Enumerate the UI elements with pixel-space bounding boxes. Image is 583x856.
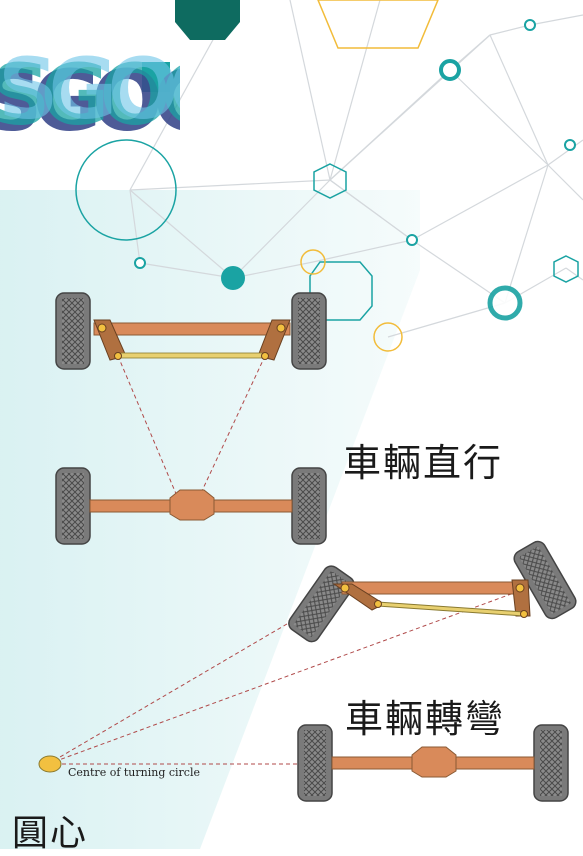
straight-rear-axle-assembly (55, 467, 327, 545)
teal-octagon-outline (309, 261, 373, 321)
logo-layer-navy: SGOC (0, 52, 180, 150)
glowing-teal-ring (487, 285, 523, 321)
label-vehicle-turning: 車輛轉彎 (345, 697, 506, 741)
turn-front-axle-beam (341, 581, 521, 595)
teal-dot (221, 266, 245, 290)
sgoc-logo: SGOC SGOC SGOC (0, 0, 180, 170)
turn-differential (411, 746, 457, 778)
label-centre-of-turning-circle: Centre of turning circle (68, 766, 200, 779)
small-teal-ring-5 (564, 139, 576, 151)
turning-rear-axle-assembly (297, 724, 569, 802)
large-teal-circle (75, 139, 177, 241)
teal-hexagon-small (313, 163, 347, 199)
dark-teal-hexagon (175, 0, 240, 40)
turning-center-dot (38, 755, 62, 773)
teal-square (142, 62, 170, 92)
tie-rod (117, 352, 267, 359)
yellow-ring-1 (300, 249, 326, 275)
front-axle-beam (93, 322, 291, 336)
label-circle-center: 圓心 (12, 813, 89, 854)
logo-layer-teal: SGOC (0, 46, 180, 144)
small-teal-ring-2 (439, 59, 461, 81)
label-vehicle-straight: 車輛直行 (343, 441, 504, 485)
yellow-hexagon-outline (317, 0, 439, 49)
small-teal-ring-4 (406, 234, 418, 246)
logo-layer-light: SGOC (0, 40, 180, 138)
yellow-ring-2 (373, 322, 403, 352)
differential (169, 489, 215, 521)
network-lines (129, 0, 583, 338)
small-teal-ring-3 (524, 19, 536, 31)
turning-front-axle-assembly (288, 540, 577, 643)
straight-front-axle-assembly (55, 292, 327, 509)
small-teal-ring-1 (134, 257, 146, 269)
teal-hexagon-right (553, 255, 579, 283)
